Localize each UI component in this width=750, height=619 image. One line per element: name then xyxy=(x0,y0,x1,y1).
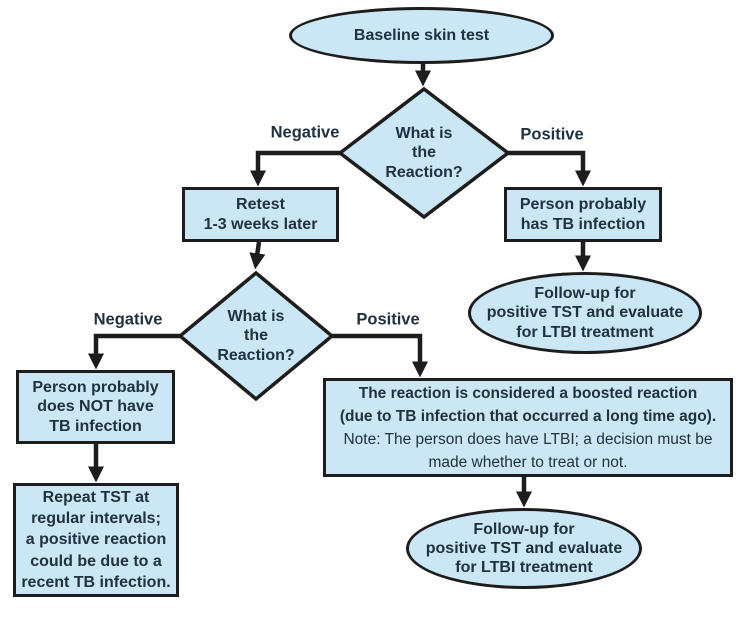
node-followup-bottom-label: Follow-up for positive TST and evaluate … xyxy=(425,520,623,577)
diamond-shape xyxy=(337,86,511,220)
edge-label-positive1: Positive xyxy=(520,125,584,144)
node-followup-top-label: Follow-up for positive TST and evaluate … xyxy=(486,285,684,341)
node-boosted-reaction-bold: The reaction is considered a boosted rea… xyxy=(339,384,717,425)
node-no-tb-label: Person probably does NOT have TB infecti… xyxy=(32,379,159,435)
node-retest-label: Retest 1-3 weeks later xyxy=(203,196,318,233)
node-baseline-skin-test-label: Baseline skin test xyxy=(353,26,490,44)
arrow-retest-to-decision2 xyxy=(249,241,266,270)
node-boosted-reaction: The reaction is considered a boosted rea… xyxy=(323,378,733,477)
node-followup-bottom: Follow-up for positive TST and evaluate … xyxy=(406,508,642,589)
node-decision2: What is the Reaction? xyxy=(177,270,335,402)
diamond-shape xyxy=(177,270,335,402)
arrow-decision1-positive xyxy=(508,150,592,187)
node-followup-top: Follow-up for positive TST and evaluate … xyxy=(468,272,702,354)
edge-label-negative1: Negative xyxy=(270,123,340,142)
node-tb-infection: Person probably has TB infection xyxy=(504,187,662,242)
edge-label-positive2: Positive xyxy=(356,310,420,329)
node-boosted-reaction-note: Note: The person does have LTBI; a decis… xyxy=(343,430,713,471)
arrow-decision1-negative xyxy=(249,150,340,187)
node-decision1-label: What is the Reaction? xyxy=(385,125,463,181)
node-decision1: What is the Reaction? xyxy=(337,86,511,220)
edge-label-negative2: Negative xyxy=(93,310,163,329)
node-no-tb: Person probably does NOT have TB infecti… xyxy=(16,370,175,444)
node-repeat-tst-label: Repeat TST at regular intervals; a posit… xyxy=(21,489,171,591)
node-tb-infection-label: Person probably has TB infection xyxy=(519,196,647,233)
node-baseline-skin-test: Baseline skin test xyxy=(289,7,554,64)
arrow-decision2-positive xyxy=(332,333,429,378)
node-retest: Retest 1-3 weeks later xyxy=(182,187,339,242)
arrow-decision2-negative xyxy=(87,333,180,370)
node-boosted-reaction-text: The reaction is considered a boosted rea… xyxy=(336,379,720,477)
node-decision2-label: What is the Reaction? xyxy=(217,308,295,364)
node-repeat-tst: Repeat TST at regular intervals; a posit… xyxy=(13,483,179,597)
